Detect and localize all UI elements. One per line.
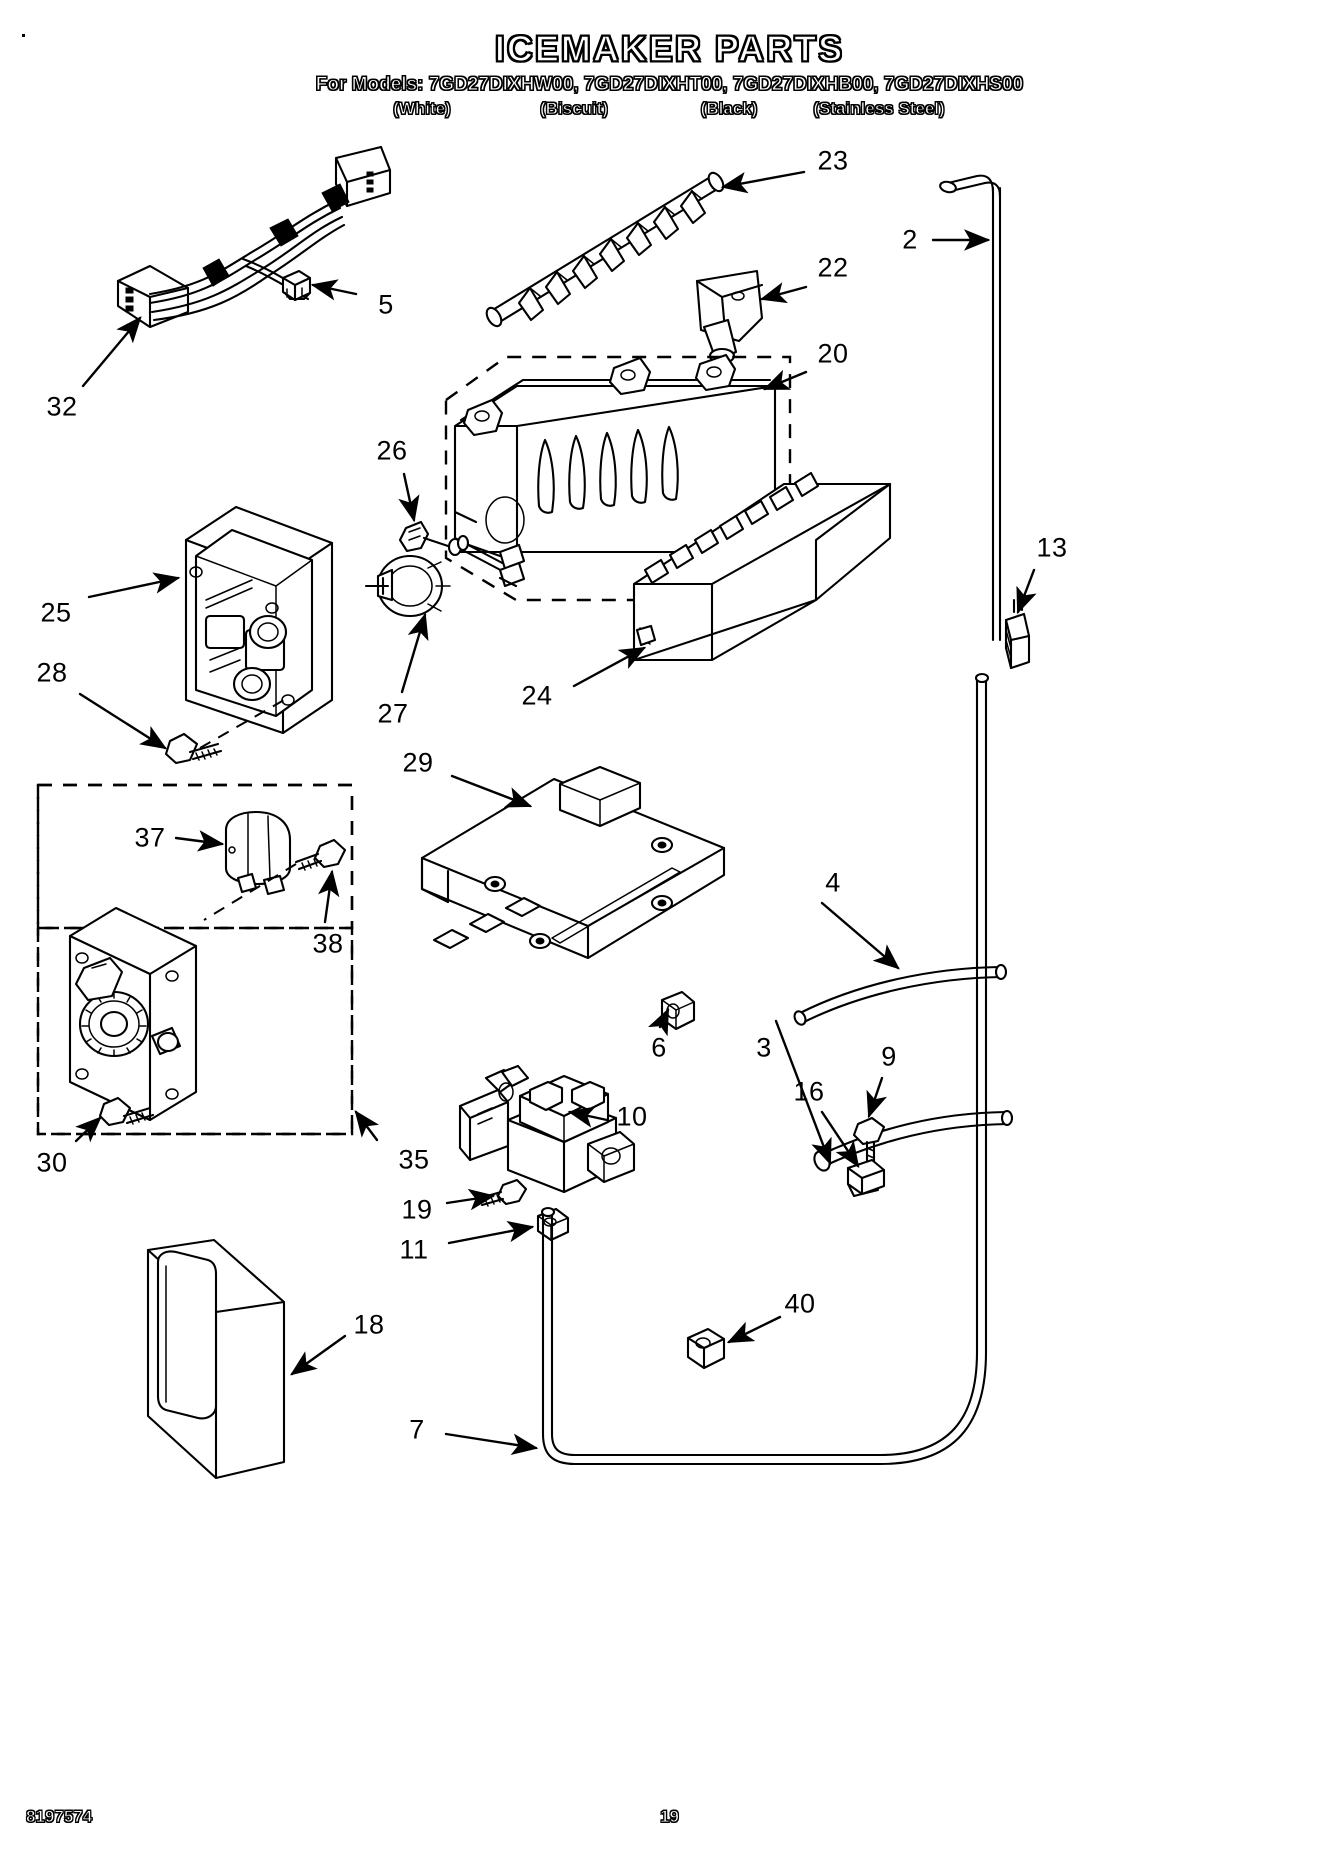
part-water-tube-lower xyxy=(776,1021,1012,1173)
callout-2: 2 xyxy=(902,224,918,255)
part-ejector-blade xyxy=(484,170,804,328)
part-water-tube-upper xyxy=(792,903,1006,1026)
callout-38: 38 xyxy=(312,928,344,959)
part-motor-screw xyxy=(204,840,345,922)
part-compression-nut xyxy=(688,1317,780,1368)
page-title: ICEMAKER PARTS xyxy=(494,28,845,69)
callout-19: 19 xyxy=(401,1194,433,1225)
callout-35: 35 xyxy=(398,1144,430,1175)
part-tube-nut xyxy=(648,992,694,1037)
diagram-header: ICEMAKER PARTS For Models: 7GD27DIXHW00,… xyxy=(0,0,1339,121)
part-module-screw xyxy=(76,1098,153,1143)
part-mounting-bracket xyxy=(422,767,724,958)
callout-27: 27 xyxy=(377,698,409,729)
part-water-fill-cup xyxy=(697,271,806,363)
part-valve-screw xyxy=(447,1180,526,1211)
callout-4: 4 xyxy=(825,867,841,898)
part-housing-screw xyxy=(80,694,284,763)
part-clamp-screw xyxy=(854,1078,887,1170)
group-module-motor xyxy=(38,785,352,1134)
part-bearing xyxy=(398,474,461,555)
part-wire-clip xyxy=(283,271,356,300)
callout-32: 32 xyxy=(46,391,78,422)
callout-7: 7 xyxy=(409,1414,425,1445)
part-tube-clamp xyxy=(822,1112,884,1196)
callout-24: 24 xyxy=(521,680,553,711)
part-wiring-harness xyxy=(83,147,390,386)
model-numbers-line: For Models: 7GD27DIXHW00, 7GD27DIXHT00, … xyxy=(315,73,1024,95)
callout-22: 22 xyxy=(817,252,849,283)
callout-20: 20 xyxy=(817,338,849,369)
callout-25: 25 xyxy=(40,597,72,628)
callout-16: 16 xyxy=(793,1076,825,1107)
callout-18: 18 xyxy=(353,1309,385,1340)
callout-26: 26 xyxy=(376,435,408,466)
callout-10: 10 xyxy=(616,1101,648,1132)
color-label-white: (White) xyxy=(393,98,452,118)
part-fill-tube xyxy=(933,176,1000,640)
callout-5: 5 xyxy=(378,289,394,320)
part-icemaker-housing xyxy=(89,507,332,733)
callout-9: 9 xyxy=(881,1041,897,1072)
part-water-supply-tube xyxy=(446,674,988,1464)
part-ice-container xyxy=(148,1240,345,1478)
callout-29: 29 xyxy=(402,747,434,778)
part-water-valve xyxy=(460,1066,634,1192)
footer-part-number: 8197574 xyxy=(26,1807,93,1827)
part-tube-coupler xyxy=(1006,570,1037,668)
part-icemaker-module xyxy=(70,908,380,1140)
color-label-stainless-steel: (Stainless Steel) xyxy=(813,98,945,118)
callout-40: 40 xyxy=(784,1288,816,1319)
footer-page-number: 19 xyxy=(660,1807,680,1827)
callout-11: 11 xyxy=(399,1234,429,1265)
callout-6: 6 xyxy=(651,1032,667,1063)
callout-30: 30 xyxy=(36,1147,68,1178)
color-label-biscuit: (Biscuit) xyxy=(540,98,609,118)
model-color-labels: (White) (Biscuit) (Black) (Stainless Ste… xyxy=(0,98,1339,121)
corner-registration-mark xyxy=(22,34,25,37)
part-ice-stripper xyxy=(574,473,890,686)
part-drive-motor xyxy=(176,812,290,894)
callout-23: 23 xyxy=(817,145,849,176)
callout-3: 3 xyxy=(756,1032,772,1063)
part-motor-gear xyxy=(366,536,524,692)
callout-28: 28 xyxy=(36,657,68,688)
callout-37: 37 xyxy=(134,822,166,853)
callout-13: 13 xyxy=(1036,532,1068,563)
color-label-black: (Black) xyxy=(700,98,758,118)
